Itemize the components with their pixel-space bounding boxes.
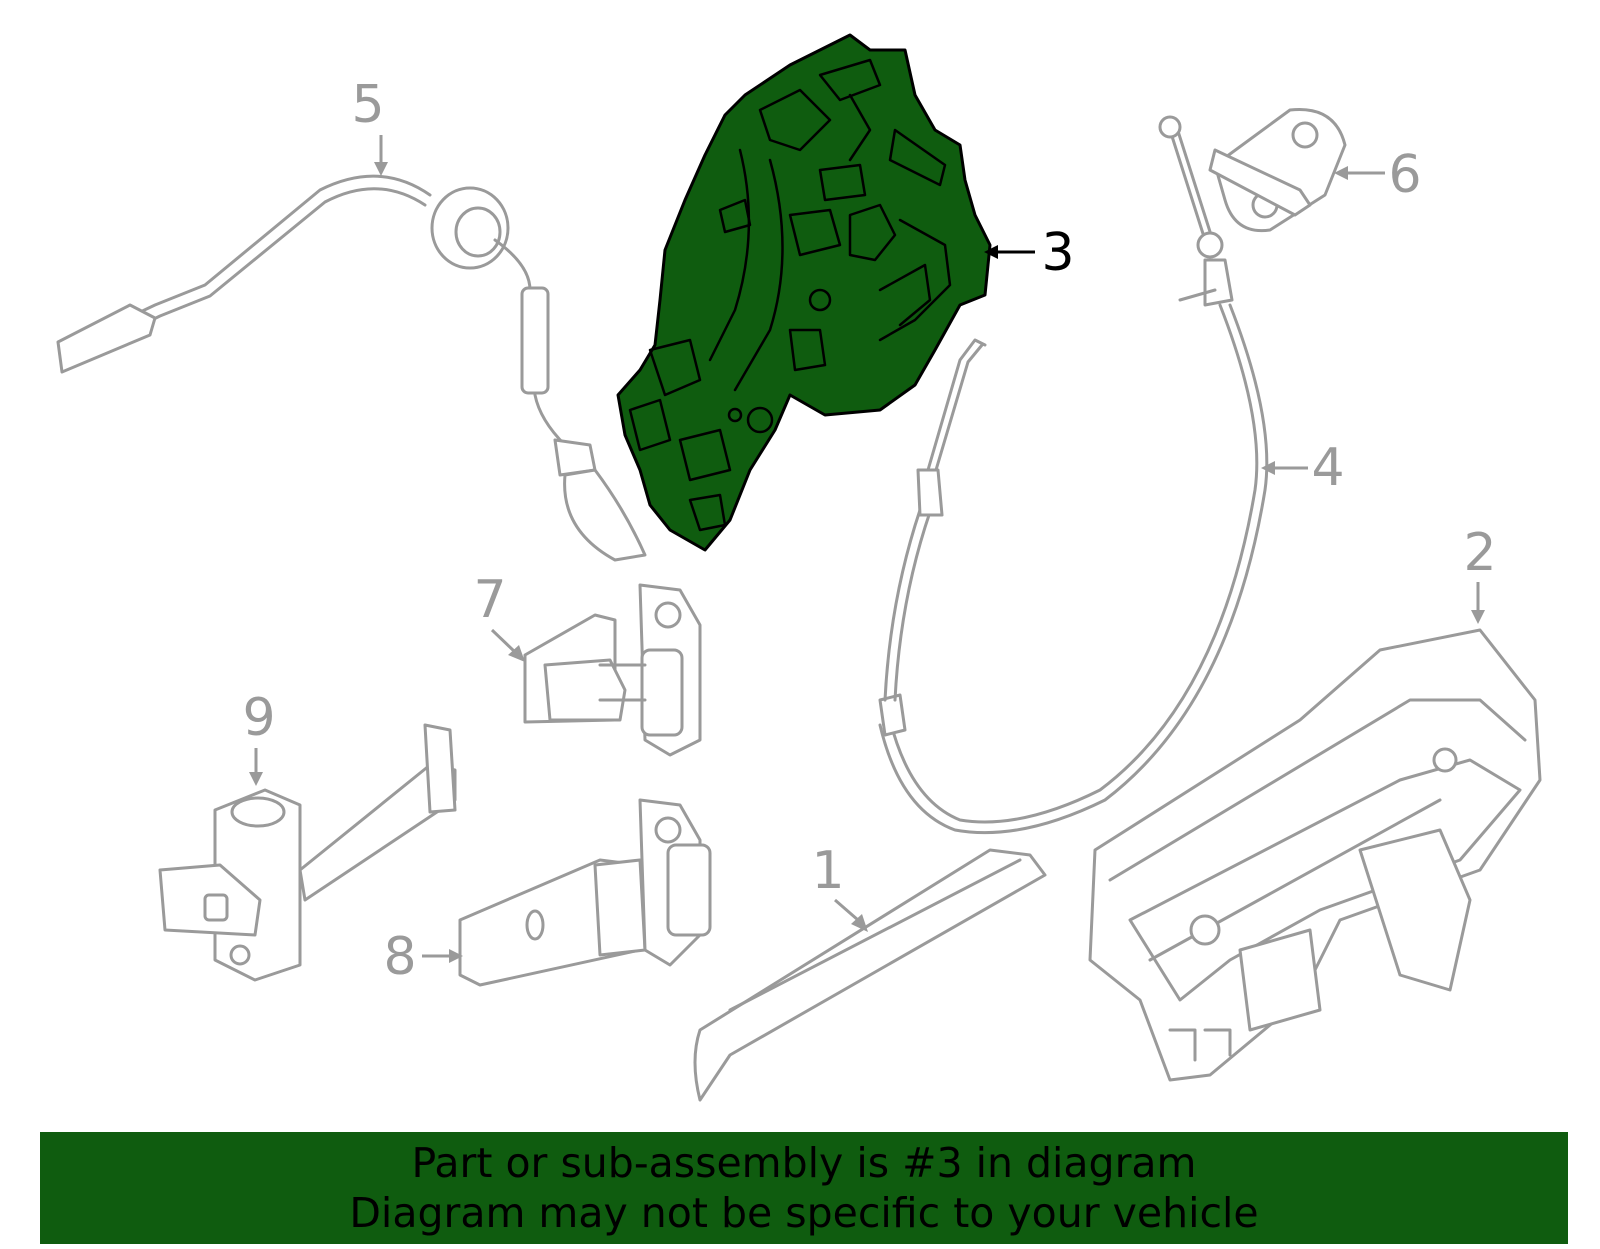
- svg-text:7: 7: [473, 570, 506, 630]
- callout-7: 7: [473, 570, 525, 662]
- part-5-cable[interactable]: [56, 174, 647, 562]
- banner-line-2: Diagram may not be specific to your vehi…: [349, 1189, 1259, 1237]
- part-9-check[interactable]: [158, 723, 457, 982]
- callout-3: 3: [984, 223, 1075, 283]
- part-6-striker[interactable]: [1208, 107, 1347, 233]
- info-banner: Part or sub-assembly is #3 in diagram Di…: [40, 1132, 1568, 1244]
- callout-4: 4: [1261, 438, 1345, 498]
- callout-9: 9: [242, 688, 276, 786]
- part-8-hinge[interactable]: [458, 798, 712, 987]
- callout-8: 8: [383, 927, 463, 987]
- part-7-hinge[interactable]: [523, 583, 702, 757]
- svg-text:4: 4: [1311, 438, 1344, 498]
- callout-5: 5: [351, 75, 388, 176]
- callout-6: 6: [1334, 145, 1422, 205]
- svg-text:5: 5: [351, 75, 384, 135]
- callout-1: 1: [811, 841, 868, 932]
- banner-line-1: Part or sub-assembly is #3 in diagram: [411, 1139, 1197, 1187]
- svg-text:6: 6: [1388, 145, 1421, 205]
- callout-2: 2: [1463, 523, 1497, 624]
- svg-text:3: 3: [1041, 223, 1074, 283]
- part-1-cover[interactable]: [693, 848, 1047, 1102]
- part-4-cable[interactable]: [878, 115, 1269, 835]
- svg-text:2: 2: [1463, 523, 1496, 583]
- svg-text:8: 8: [383, 927, 416, 987]
- part-3-lock-actuator[interactable]: [616, 33, 992, 552]
- svg-text:9: 9: [242, 688, 275, 748]
- part-2-carrier[interactable]: [1088, 628, 1542, 1082]
- svg-text:1: 1: [811, 841, 844, 901]
